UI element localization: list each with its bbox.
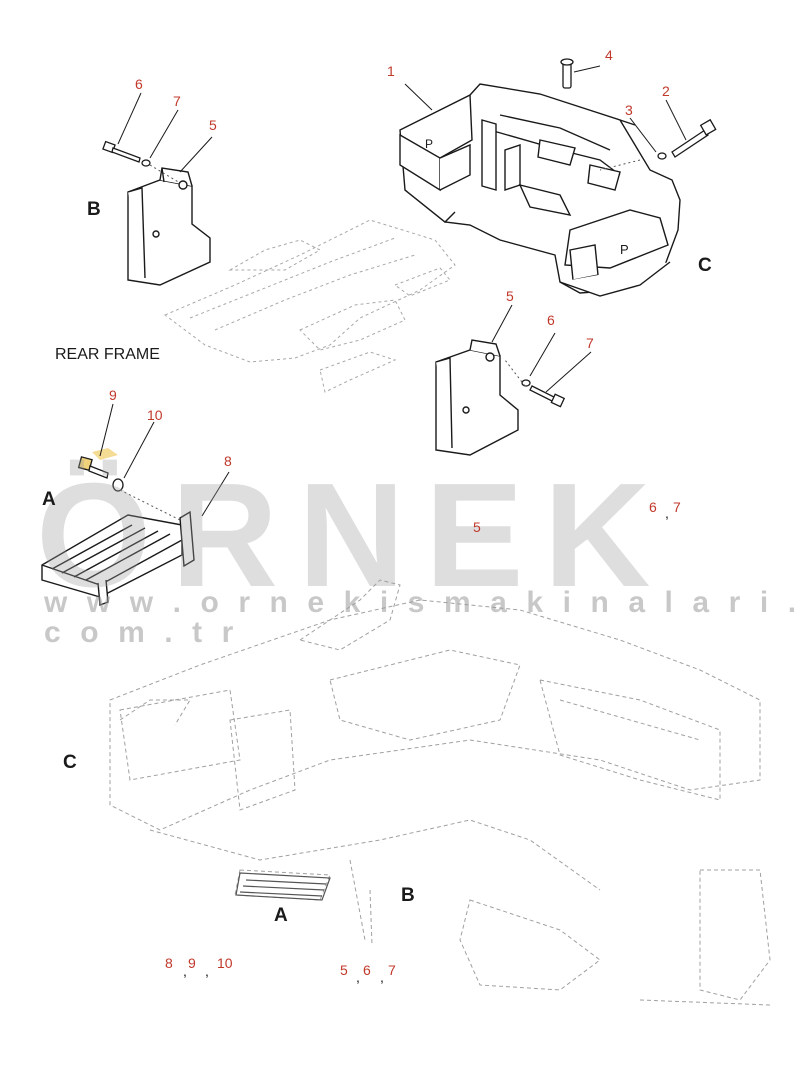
- callout-6-main: 6: [649, 499, 657, 515]
- separator: ,: [356, 969, 360, 985]
- bolt-part-6-b: [102, 140, 141, 163]
- callout-9: 9: [109, 387, 117, 403]
- bolt-part-7-mid: [529, 385, 566, 408]
- separator: ,: [665, 505, 669, 521]
- callout-7-bottom: 7: [388, 962, 396, 978]
- assembly-lines: [119, 159, 641, 521]
- separator: ,: [183, 963, 187, 979]
- pin-part-4: [560, 58, 574, 89]
- callout-6-mid: 6: [547, 312, 555, 328]
- counterweight-mark: P: [620, 242, 629, 257]
- washer-part-10: [112, 478, 124, 492]
- callout-5-main: 5: [473, 519, 481, 535]
- callout-6-bottom: 6: [363, 962, 371, 978]
- highlight-icon: [92, 448, 118, 460]
- rear-frame-label: REAR FRAME: [55, 346, 160, 363]
- bolt-part-9: [77, 456, 109, 479]
- callout-6-b: 6: [135, 76, 143, 92]
- callout-5-mid: 5: [506, 288, 514, 304]
- callout-7-main: 7: [673, 499, 681, 515]
- callout-2: 2: [662, 83, 670, 99]
- step-assembly: [41, 510, 195, 606]
- callout-10-bottom: 10: [217, 955, 233, 971]
- view-b-label: B: [87, 199, 101, 220]
- view-c-label: C: [698, 255, 712, 276]
- rear-frame-sketch: [164, 219, 456, 393]
- callout-1: 1: [387, 63, 395, 79]
- counterweight-mark: P: [425, 137, 433, 151]
- view-a-label-main: A: [274, 905, 288, 926]
- washer-part-3: [657, 152, 667, 160]
- callout-10: 10: [147, 407, 163, 423]
- bracket-b: [127, 167, 211, 286]
- callout-7-b: 7: [173, 93, 181, 109]
- callout-7-mid: 7: [586, 335, 594, 351]
- callout-9-bottom: 9: [188, 955, 196, 971]
- view-a-label: A: [42, 489, 56, 510]
- callout-5-b: 5: [209, 117, 217, 133]
- callout-8: 8: [224, 453, 232, 469]
- callout-5-bottom: 5: [340, 962, 348, 978]
- watermark-brand: ÖRNEK: [36, 453, 671, 618]
- callout-8-bottom: 8: [165, 955, 173, 971]
- watermark-url: w w w . o r n e k i s m a k i n a l a r …: [44, 586, 802, 649]
- bracket-mid: [435, 339, 519, 456]
- bolt-part-2: [671, 118, 717, 158]
- counterweight: [399, 83, 681, 297]
- separator: ,: [205, 963, 209, 979]
- callout-4: 4: [605, 47, 613, 63]
- washer-part-6-mid: [521, 379, 531, 387]
- view-b-label-main: B: [401, 885, 415, 906]
- callout-3: 3: [625, 102, 633, 118]
- washer-part-7-b: [141, 159, 151, 167]
- separator: ,: [380, 969, 384, 985]
- main-frame-sketch: [109, 579, 771, 1006]
- leader-lines: [99, 65, 687, 517]
- view-c-label-main: C: [63, 752, 77, 773]
- step-sketch: [235, 872, 331, 901]
